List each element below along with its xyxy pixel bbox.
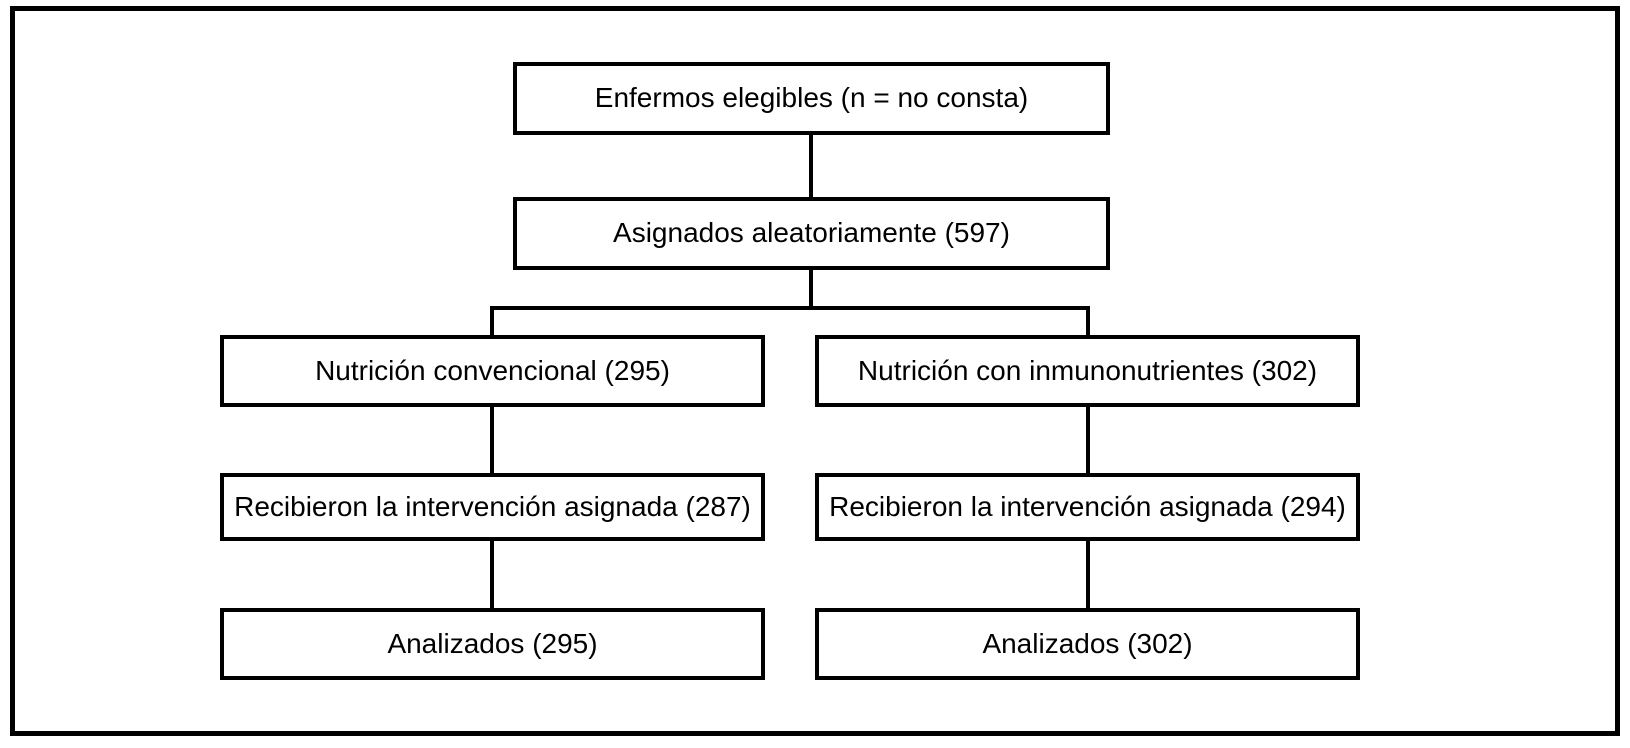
connector-received-to-analyzed-right xyxy=(1086,541,1090,608)
node-immunonutrients-nutrition-label: Nutrición con inmunonutrientes (302) xyxy=(857,354,1318,386)
connector-received-to-analyzed-left xyxy=(490,541,494,608)
connector-randomized-to-split xyxy=(809,270,813,310)
node-conventional-nutrition: Nutrición convencional (295) xyxy=(220,335,765,407)
node-randomized: Asignados aleatoriamente (597) xyxy=(513,197,1110,270)
node-eligible: Enfermos elegibles (n = no consta) xyxy=(513,62,1110,135)
split-line xyxy=(490,306,1090,310)
node-received-intervention-immunonutrients-label: Recibieron la intervención asignada (294… xyxy=(829,490,1346,522)
node-randomized-label: Asignados aleatoriamente (597) xyxy=(613,217,1010,249)
connector-split-to-conventional xyxy=(490,308,494,335)
node-eligible-label: Enfermos elegibles (n = no consta) xyxy=(594,82,1029,114)
node-received-intervention-conventional: Recibieron la intervención asignada (287… xyxy=(220,473,765,541)
connector-split-to-immunonutrients xyxy=(1086,308,1090,335)
node-analyzed-immunonutrients-label: Analizados (302) xyxy=(982,627,1193,659)
node-received-intervention-conventional-label: Recibieron la intervención asignada (287… xyxy=(234,490,751,522)
node-received-intervention-immunonutrients: Recibieron la intervención asignada (294… xyxy=(815,473,1360,541)
outer-border xyxy=(10,6,1620,736)
connector-eligible-to-randomized xyxy=(809,135,813,197)
node-conventional-nutrition-label: Nutrición convencional (295) xyxy=(315,354,670,386)
connector-conventional-to-received xyxy=(490,407,494,473)
node-analyzed-conventional: Analizados (295) xyxy=(220,608,765,680)
node-analyzed-immunonutrients: Analizados (302) xyxy=(815,608,1360,680)
node-analyzed-conventional-label: Analizados (295) xyxy=(387,627,598,659)
connector-immunonutrients-to-received xyxy=(1086,407,1090,473)
node-immunonutrients-nutrition: Nutrición con inmunonutrientes (302) xyxy=(815,335,1360,407)
